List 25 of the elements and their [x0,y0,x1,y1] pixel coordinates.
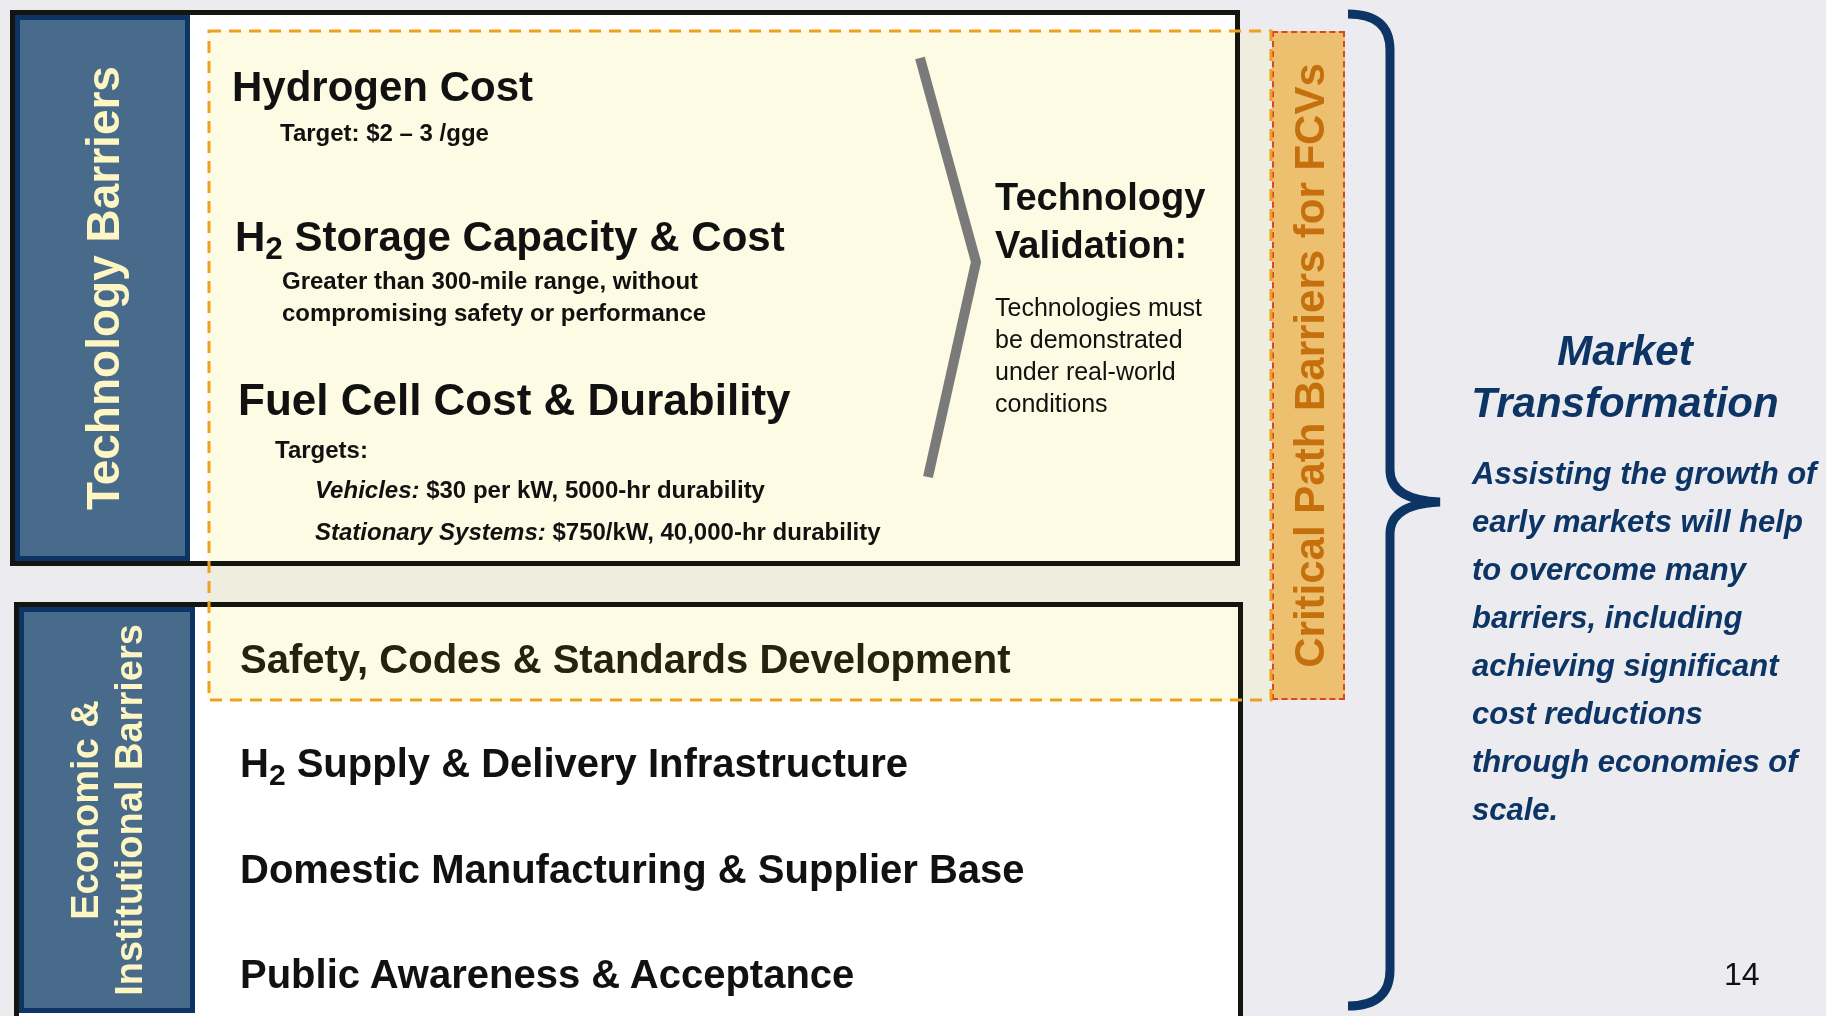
barrier-heading: Domestic Manufacturing & Supplier Base [240,846,1025,893]
critical-path-strip [1272,31,1345,700]
target-text: Greater than 300-mile range, without compromising safety or performance [282,266,708,328]
barrier-heading: Fuel Cell Cost & Durability [238,374,791,426]
barrier-heading: Safety, Codes & Standards Development [240,636,1011,683]
market-description: Assisting the growth of early markets will help to overcome many barriers, including achieving significant cost reductions through economies of scale. [1472,455,1817,829]
barrier-heading: Public Awareness & Acceptance [240,951,855,998]
barrier-heading: Hydrogen Cost [232,62,533,112]
barrier-heading: H$_{2}$ Storage Capacity & Cost [235,212,785,268]
category-title: Economic & Institutional Barriers [63,623,151,998]
barrier-panel [10,10,1240,566]
validation-text: Technologies must be demonstrated under real-world conditions [995,292,1204,419]
barrier-panel [14,602,1243,1016]
page-number: 14 [1724,955,1760,994]
category-title: Technology Barriers [77,65,128,512]
target-text: Targets: [275,435,368,465]
market-title: Market Transformation [1470,326,1780,428]
category-sidebar [19,607,195,1013]
validation-heading: Technology Validation: [995,175,1207,268]
target-text: Vehicles: $30 per kW, 5000-hr durability [315,475,765,505]
target-text: Target: $2 – 3 /gge [280,118,489,148]
target-text: Stationary Systems: $750/kW, 40,000-hr durability [315,517,881,547]
barrier-heading: H$_{2}$ Supply & Delivery Infrastructure [240,740,908,793]
category-sidebar [15,15,190,561]
critical-path-title: Critical Path Barriers for FCVs [1284,62,1333,670]
